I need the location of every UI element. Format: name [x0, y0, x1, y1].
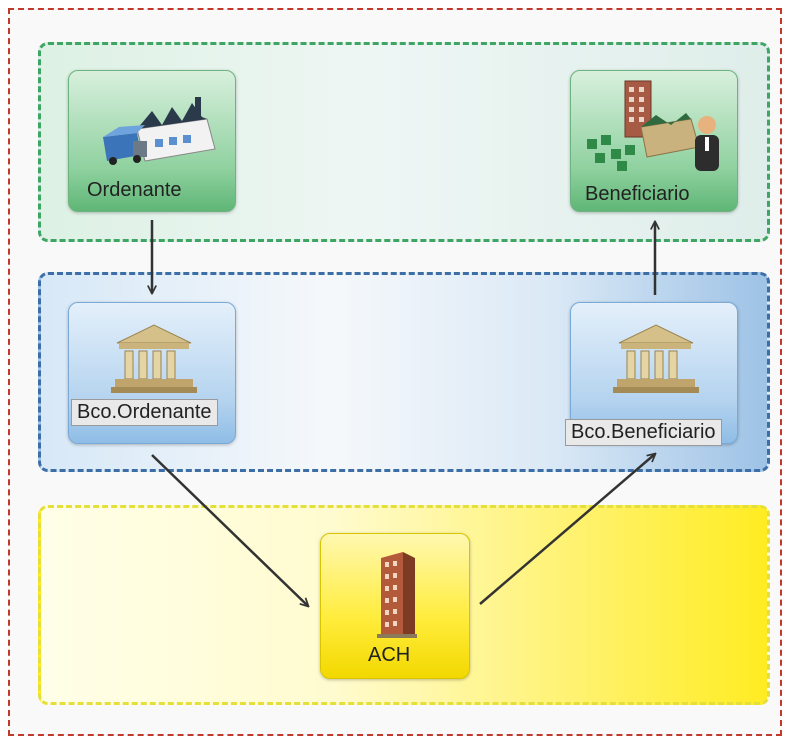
bank-icon — [111, 324, 197, 393]
node-beneficiario-label: Beneficiario — [585, 183, 690, 205]
node-ach-label: ACH — [368, 644, 411, 666]
node-bco-beneficiario-label: Bco.Beneficiario — [565, 419, 722, 446]
office-building-person-icon — [587, 80, 719, 171]
tower-building-icon — [377, 552, 417, 638]
node-ordenante-label: Ordenante — [87, 179, 182, 201]
node-bco-beneficiario: Bco.Beneficiario — [565, 302, 738, 446]
arrow-ach-to-bco-beneficiario — [479, 454, 655, 605]
factory-truck-icon — [103, 97, 216, 165]
arrow-bco-ordenante-to-ach — [151, 454, 308, 606]
node-ach: ACH — [320, 533, 470, 679]
node-bco-ordenante: Bco.Ordenante — [68, 302, 236, 444]
node-ordenante: Ordenante — [68, 70, 236, 212]
bank-icon — [613, 324, 699, 393]
node-bco-ordenante-label: Bco.Ordenante — [71, 399, 218, 426]
node-beneficiario: Beneficiario — [570, 70, 738, 212]
